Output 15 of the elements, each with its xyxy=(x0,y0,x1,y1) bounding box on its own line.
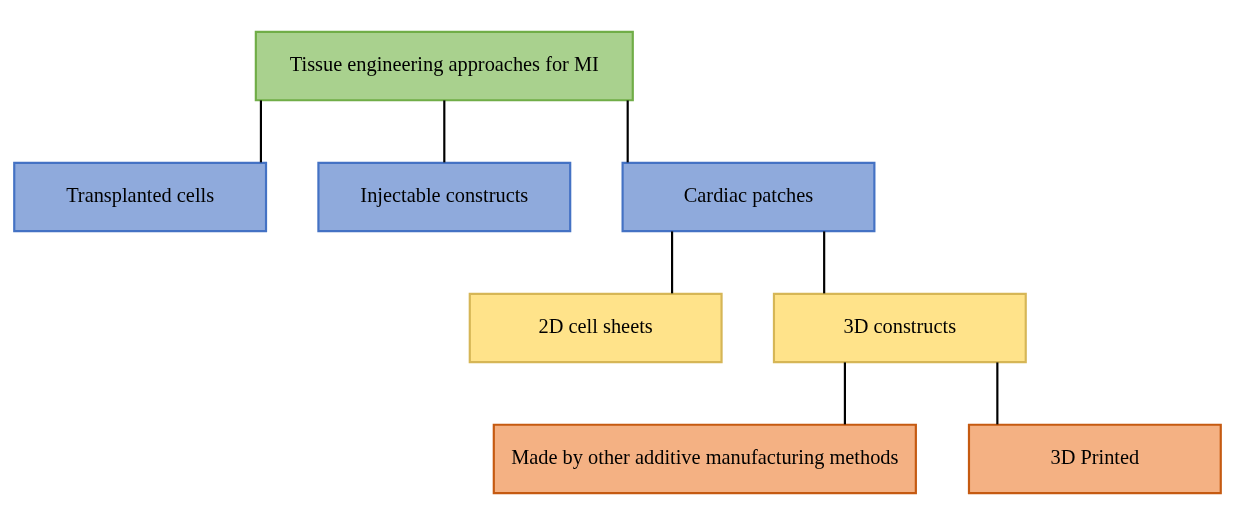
connector xyxy=(843,362,846,425)
connector xyxy=(996,362,999,425)
connector xyxy=(443,100,446,163)
node-box: Cardiac patches xyxy=(621,161,876,233)
node-box: 2D cell sheets xyxy=(468,292,723,364)
connector xyxy=(671,231,674,294)
node-box: Transplanted cells xyxy=(13,161,268,233)
connector xyxy=(259,100,262,163)
node-box: Tissue engineering approaches for MI xyxy=(254,30,634,102)
connector xyxy=(823,231,826,294)
node-box: 3D constructs xyxy=(772,292,1027,364)
connector xyxy=(626,100,629,163)
node-box: Made by other additive manufacturing methods xyxy=(492,423,917,495)
node-box: 3D Printed xyxy=(967,423,1222,495)
node-box: Injectable constructs xyxy=(317,161,572,233)
